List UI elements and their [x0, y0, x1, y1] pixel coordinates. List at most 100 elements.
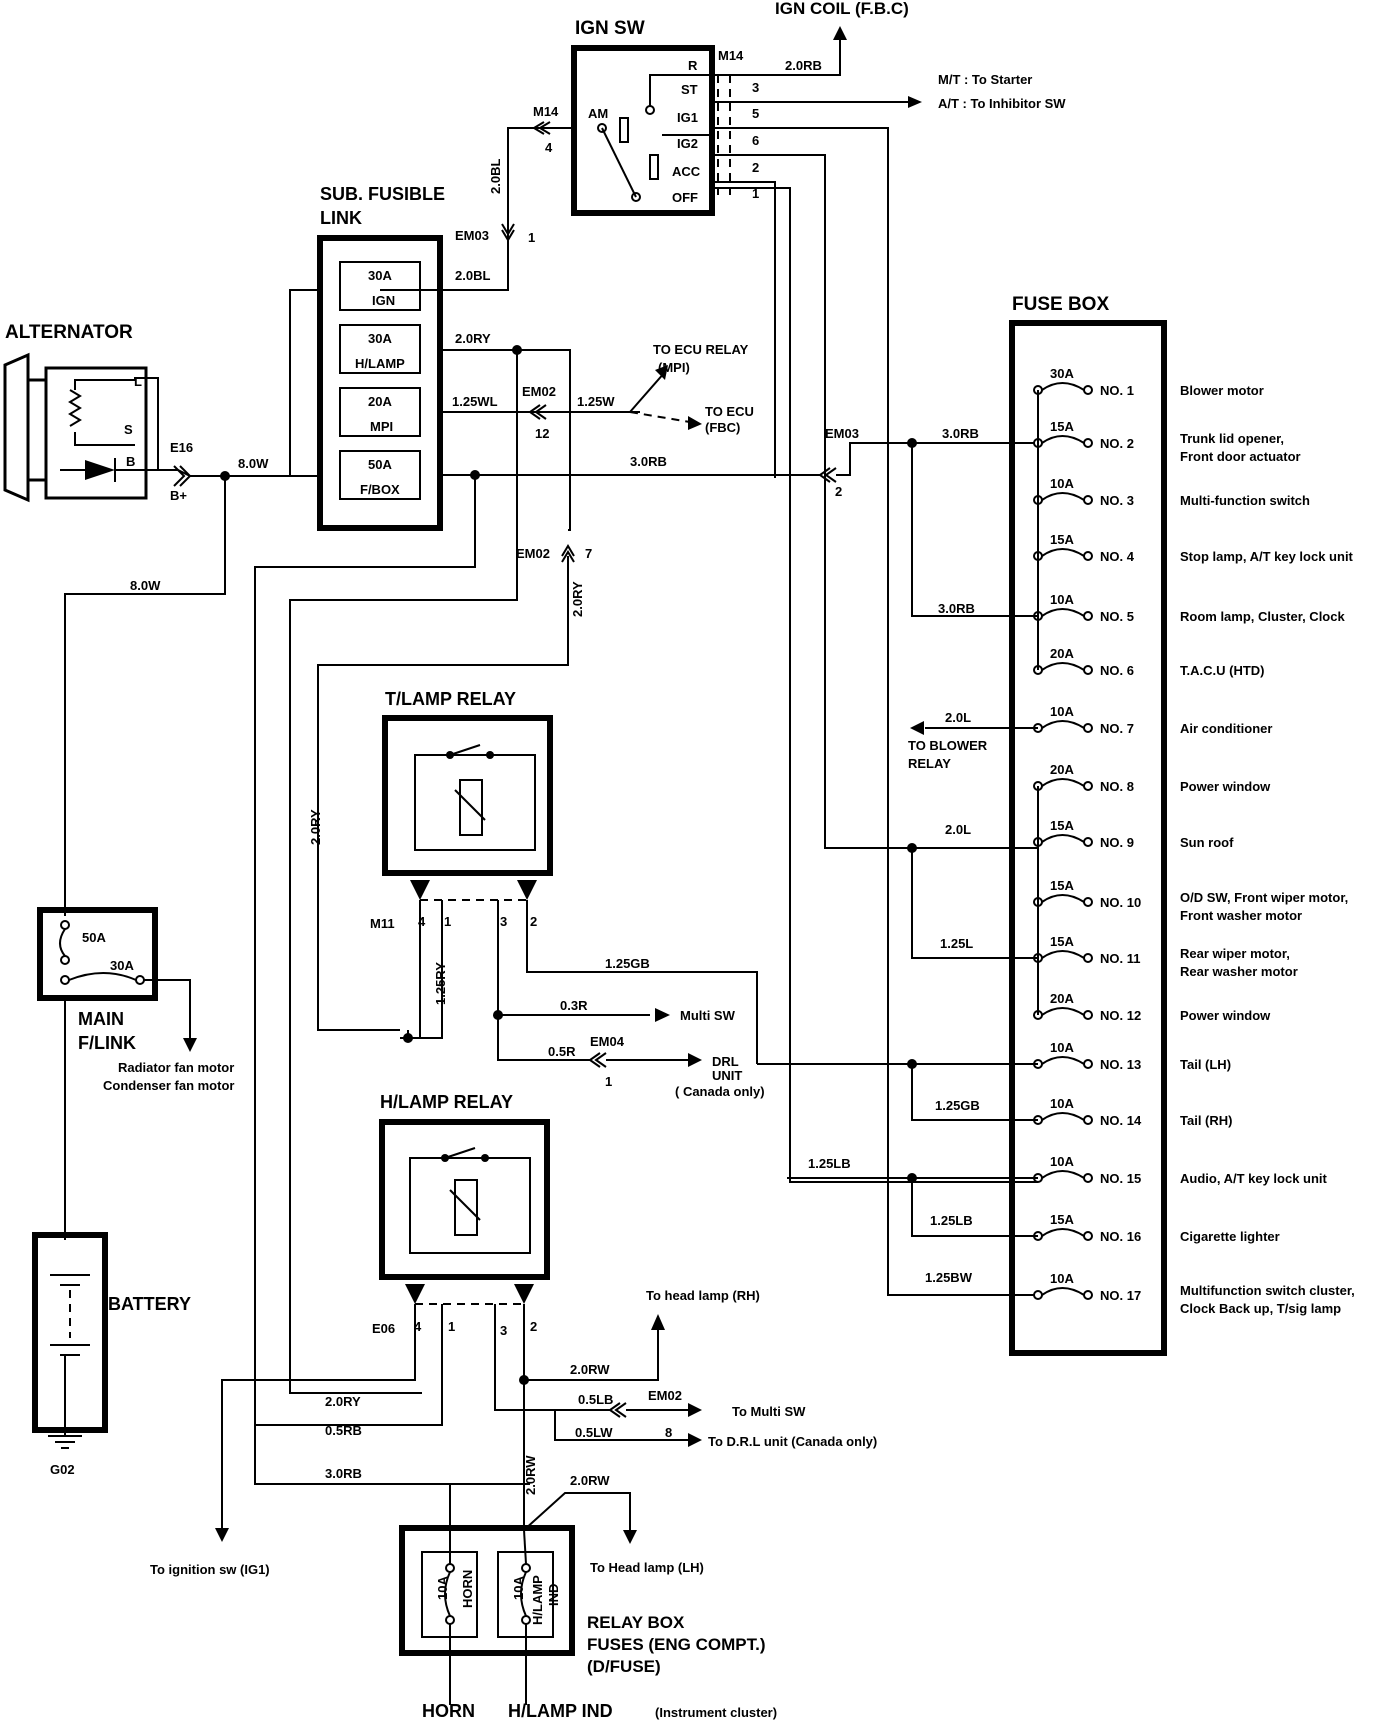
fuse-5-icon	[1041, 608, 1085, 617]
fb-feed-5	[911, 443, 1038, 617]
fuse-3-contact-b	[1083, 495, 1093, 505]
battery: BATTERY G02	[32, 1232, 191, 1477]
sfl-fuse-mpi-amp: 20A	[368, 394, 392, 409]
rb-title-3: (D/FUSE)	[587, 1657, 661, 1676]
rb-fuse-icon-2	[520, 1571, 527, 1617]
em02-7-arrow1	[561, 544, 575, 557]
rb-fuse-icon-1	[444, 1571, 451, 1617]
fuse-17-desc: Multifunction switch cluster,	[1180, 1283, 1355, 1298]
hlamp-ry-wire	[289, 600, 400, 1394]
tlamp-pin-4: 4	[418, 914, 426, 929]
fb-wire-4: 2.0L	[945, 822, 971, 837]
sfl-wire-am: 2.0BL	[488, 159, 503, 194]
fuse-14-contact-b	[1083, 1115, 1093, 1125]
ign-am-pin: 4	[545, 140, 553, 155]
fuse-16-desc: Cigarette lighter	[1180, 1229, 1280, 1244]
fuse-1-contact-b	[1083, 385, 1093, 395]
em03-2: EM03 2	[818, 426, 1038, 499]
fuse-7-amp: 10A	[1050, 704, 1074, 719]
main-flink-title-1: MAIN	[78, 1009, 124, 1029]
mfl-c1	[60, 920, 70, 930]
drl-arrow-2	[688, 1433, 702, 1447]
fuse-16-no: NO. 16	[1100, 1229, 1141, 1244]
ecu-pin: 12	[535, 426, 549, 441]
tlamp-title: T/LAMP RELAY	[385, 689, 516, 709]
head-rh-arrow	[651, 1314, 665, 1330]
fuse-15-no: NO. 15	[1100, 1171, 1141, 1186]
ecu-fbc-arrow	[688, 416, 702, 430]
ign-pin-1: 1	[752, 186, 759, 201]
head-rh-label: To head lamp (RH)	[646, 1288, 760, 1303]
fuse-8-desc: Power window	[1180, 779, 1271, 794]
fuse-15-contact-b	[1083, 1173, 1093, 1183]
relay-box-frame	[399, 1525, 575, 1656]
ecu-sub: (FBC)	[705, 420, 740, 435]
bottom-horn: HORN	[422, 1701, 475, 1721]
hlamp-2-wire	[523, 1304, 659, 1381]
em04-label: EM04	[590, 1034, 625, 1049]
bottom-labels: HORN H/LAMP IND (Instrument cluster)	[422, 1701, 777, 1721]
tlamp-wire-gb: 1.25GB	[605, 956, 650, 971]
alt-down-wire-label: 8.0W	[130, 578, 161, 593]
alt-conn-arrow2	[173, 465, 186, 487]
hlamp-wire-lw: 0.5LW	[575, 1425, 613, 1440]
ign-term-ig1: IG1	[677, 110, 698, 125]
tlamp-term-4	[410, 880, 430, 900]
ecu-relay-arrow	[655, 365, 668, 380]
fuse-7-desc: Air conditioner	[1180, 721, 1272, 736]
alternator-title: ALTERNATOR	[5, 322, 133, 343]
fuse-8-contact-b	[1083, 781, 1093, 791]
mfl-fan-wire	[144, 979, 191, 1040]
alternator-body	[44, 366, 148, 500]
hlamp-pin-2: 2	[530, 1319, 537, 1334]
drl-arrow	[688, 1053, 702, 1067]
rb-fuse2-amp: 10A	[511, 1576, 526, 1600]
fuse-16-contact-b	[1083, 1231, 1093, 1241]
fuse-8-icon	[1041, 778, 1085, 787]
fuse-5-amp: 10A	[1050, 592, 1074, 607]
ecu-relay-label: TO ECU RELAY	[653, 342, 749, 357]
fuse-4-desc: Stop lamp, A/T key lock unit	[1180, 549, 1354, 564]
ground-label: G02	[50, 1462, 75, 1477]
ig2-wire	[712, 154, 1038, 849]
tlamp-multi-wire: 0.3R	[560, 998, 588, 1013]
tlamp-inner	[414, 754, 536, 851]
alt-out-wire-label: 8.0W	[238, 456, 269, 471]
tlamp-pin-3: 3	[500, 914, 507, 929]
fuse-12-icon	[1041, 1007, 1085, 1016]
starter-at: A/T : To Inhibitor SW	[938, 96, 1066, 111]
hlamp-coil-diag	[449, 1189, 481, 1221]
fb-node-1	[907, 438, 917, 448]
fuse-17-icon	[1041, 1287, 1085, 1296]
fuse-15-amp: 10A	[1050, 1154, 1074, 1169]
fuse-7-no: NO. 7	[1100, 721, 1134, 736]
tlamp-box	[382, 715, 553, 876]
fuse-box-frame	[1009, 320, 1167, 1356]
hlamp-coil-icon	[454, 1179, 478, 1236]
main-flink-title-2: F/LINK	[78, 1033, 136, 1053]
drl-line-3: ( Canada only)	[675, 1084, 765, 1099]
hlamp-wire-3rb: 3.0RB	[325, 1466, 362, 1481]
starter-mt: M/T : To Starter	[938, 72, 1032, 87]
fuse-2-icon	[1041, 435, 1085, 444]
fuse-10-desc: O/D SW, Front wiper motor,	[1180, 890, 1348, 905]
rb-fuse1-amp: 10A	[435, 1576, 450, 1600]
st-arrow	[908, 96, 922, 108]
hlamp-to-head-lh: To Head lamp (LH)	[590, 1560, 704, 1575]
fuse-4-amp: 15A	[1050, 532, 1074, 547]
fuse-9-icon	[1041, 834, 1085, 843]
ig1-wire	[712, 127, 1038, 1296]
fuse-11-icon	[1041, 950, 1085, 959]
fuse-3-no: NO. 3	[1100, 493, 1134, 508]
tlamp-1-wire	[408, 900, 443, 1039]
ign-pin-2: 2	[752, 160, 759, 175]
rb-feed-hlamp	[523, 1529, 527, 1565]
ign-pin-6: 6	[752, 133, 759, 148]
em02-7-wire: 2.0RY	[570, 581, 585, 617]
em02-7-pin: 7	[585, 546, 592, 561]
ign-sw-box	[571, 45, 715, 216]
em02-h-arrow2	[614, 1402, 627, 1418]
ign-int-wire	[649, 74, 712, 110]
fuse-4-no: NO. 4	[1100, 549, 1135, 564]
mfl-fuse-icon-2	[68, 972, 137, 981]
